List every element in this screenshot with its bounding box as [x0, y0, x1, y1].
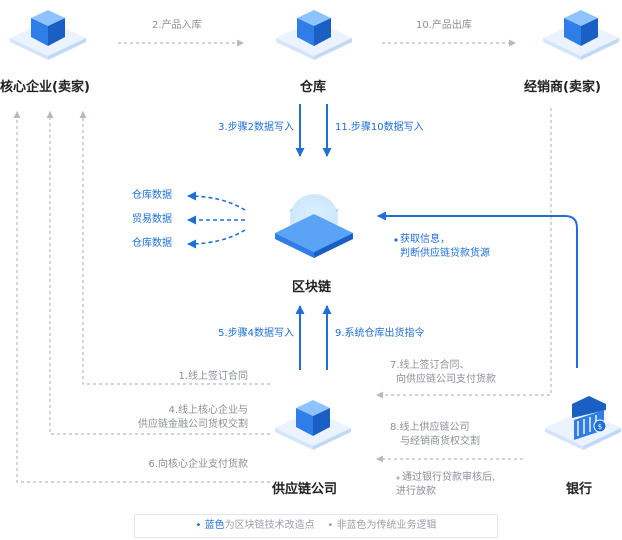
label-product-out: 10.产品出库: [416, 20, 472, 31]
label-title-core-2: 供应链金融公司货权交割: [138, 419, 248, 430]
label-write-step2: 3.步骤2数据写入: [218, 122, 294, 133]
label-fetch-2: 判断供应链贷款货源: [400, 248, 490, 259]
legend-blue-text: 为区块链技术改造点: [224, 520, 315, 531]
legend-gray-text: 非蓝色为传统业务逻辑: [336, 520, 437, 531]
label-product-in: 2.产品入库: [152, 20, 202, 31]
label-loan-1: 通过银行贷款审核后,: [402, 472, 496, 483]
label-write-step10: 11.步骤10数据写入: [335, 122, 424, 133]
label-pay-core: 6.向核心企业支付货款: [148, 459, 248, 470]
dealer-icon: [543, 10, 619, 60]
legend-gray-dot: •: [327, 520, 334, 531]
svg-text:$: $: [598, 423, 602, 431]
label-dealer-contract-2: 向供应链公司支付货款: [396, 374, 496, 385]
blockchain-label: 区块链: [292, 280, 332, 295]
label-dealer-title-1: 8.线上供应链公司: [390, 422, 470, 433]
bank-label: 银行: [566, 482, 593, 497]
output-warehouse-data-2: 仓库数据: [132, 238, 172, 249]
bank-icon: $: [545, 396, 621, 450]
loan-bullet: [396, 476, 400, 480]
dealer-label: 经销商(卖家): [524, 80, 601, 95]
edge-contract: [79, 111, 270, 385]
edge-out-warehouse-2: [187, 229, 246, 249]
fetch-bullet: [394, 238, 398, 242]
legend: • 蓝色为区块链技术改造点 • 非蓝色为传统业务逻辑: [134, 514, 498, 538]
warehouse-icon: [276, 10, 352, 60]
supply-chain-icon: [275, 400, 351, 450]
core-enterprise-icon: [10, 10, 86, 60]
label-ship-order: 9.系统仓库出货指令: [335, 328, 425, 339]
edge-title-core: [46, 111, 270, 435]
label-fetch-1: 获取信息，: [400, 234, 450, 245]
output-warehouse-data-1: 仓库数据: [132, 190, 172, 201]
blockchain-icon: [275, 194, 353, 258]
legend-blue-dot: •: [195, 520, 202, 531]
edge-out-warehouse-1: [187, 191, 246, 211]
legend-blue-term: 蓝色: [204, 520, 225, 531]
core-enterprise-label: 核心企业(卖家): [0, 80, 90, 95]
output-trade-data: 贸易数据: [132, 214, 172, 225]
label-write-step4: 5.步骤4数据写入: [218, 328, 294, 339]
supply-chain-label: 供应链公司: [272, 482, 338, 497]
label-loan-2: 进行放款: [396, 486, 436, 497]
label-dealer-contract-1: 7.线上签订合同、: [390, 360, 470, 371]
label-dealer-title-2: 与经销商货权交割: [400, 436, 480, 447]
edge-dealer-contract: [376, 108, 552, 399]
edge-fetch-info: [377, 211, 578, 368]
edge-pay-core: [13, 111, 270, 483]
label-contract: 1.线上签订合同: [178, 371, 248, 382]
label-title-core-1: 4.线上核心企业与: [168, 405, 248, 416]
warehouse-label: 仓库: [300, 80, 327, 95]
